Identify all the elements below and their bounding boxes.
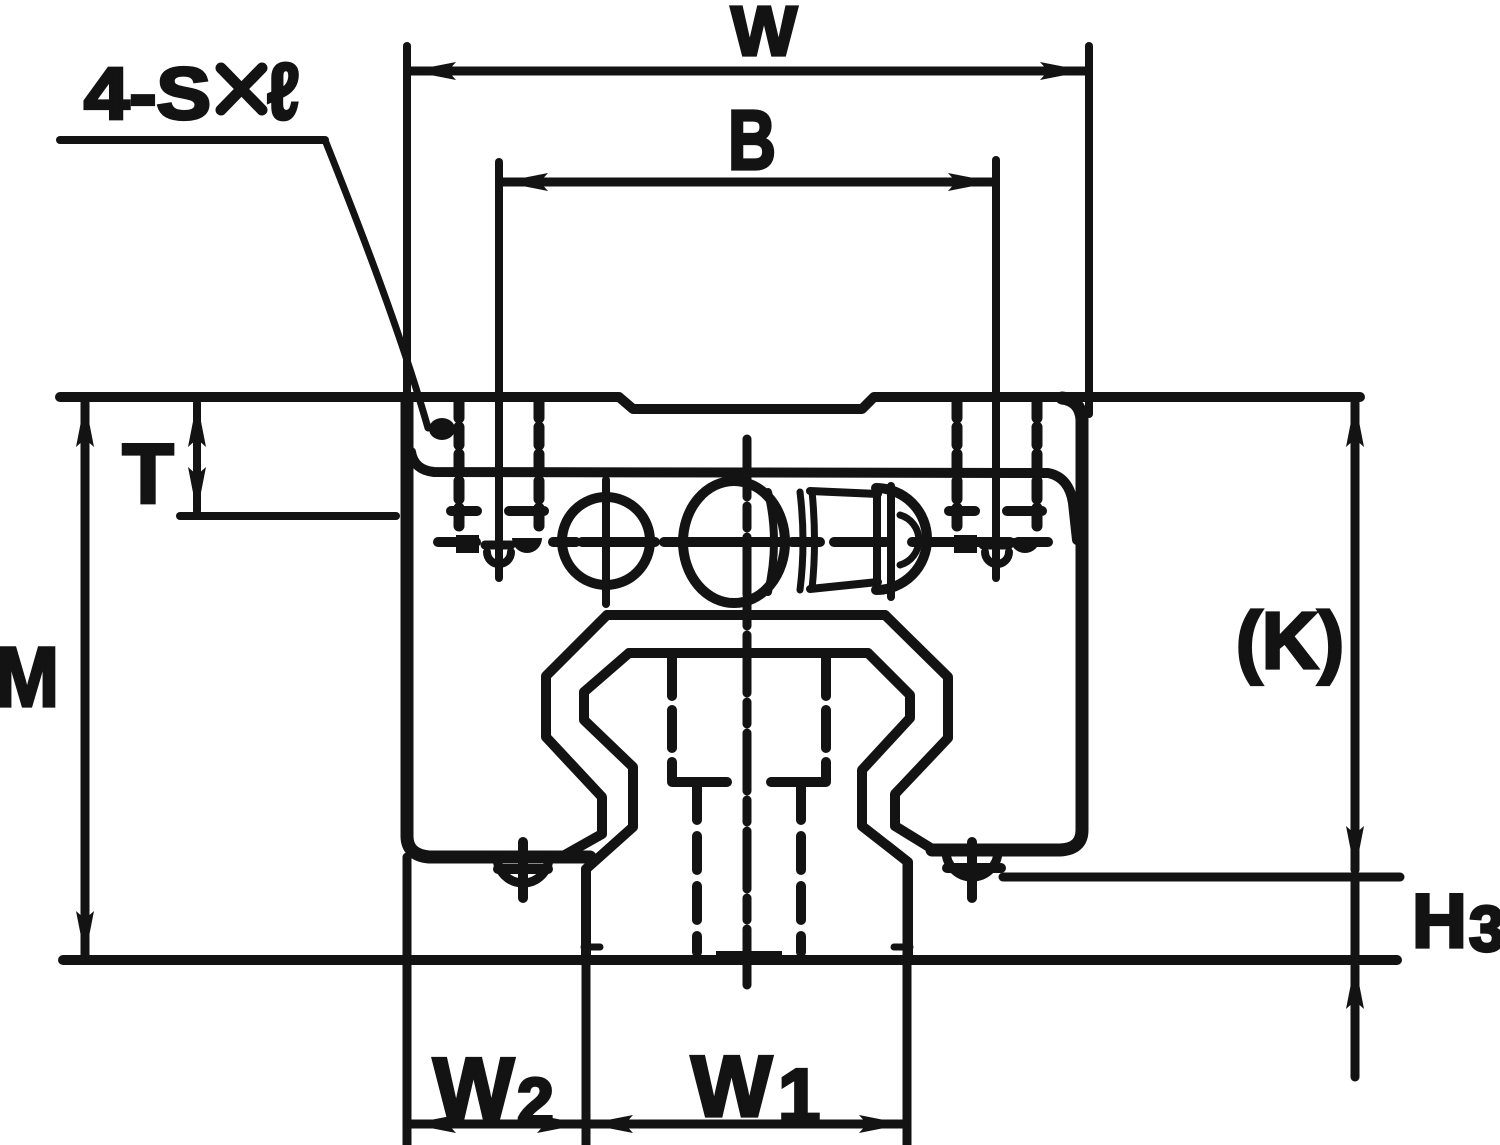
- svg-text:2: 2: [517, 1064, 554, 1138]
- svg-text:ℓ: ℓ: [267, 47, 300, 136]
- svg-text:M: M: [0, 630, 59, 724]
- svg-text:W: W: [433, 1041, 515, 1137]
- svg-text:H: H: [1412, 879, 1467, 964]
- svg-text:1: 1: [778, 1054, 820, 1139]
- svg-text:(K): (K): [1236, 596, 1344, 685]
- svg-text:B: B: [728, 93, 776, 187]
- svg-text:W: W: [691, 1039, 773, 1135]
- svg-text:4-S: 4-S: [84, 54, 211, 135]
- svg-text:T: T: [122, 427, 173, 521]
- svg-text:W: W: [731, 0, 797, 70]
- svg-text:3: 3: [1469, 893, 1500, 965]
